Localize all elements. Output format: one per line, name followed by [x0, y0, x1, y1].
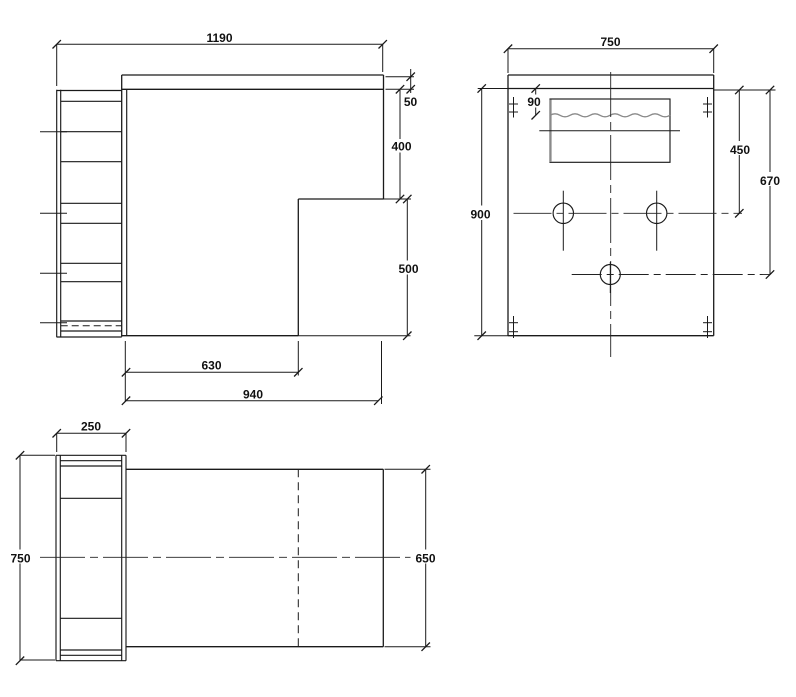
liquid-level-wavy-line	[549, 113, 671, 118]
dimension-670: 670	[755, 85, 785, 280]
dim-label-500: 500	[398, 262, 418, 276]
dim-label-400: 400	[391, 140, 411, 154]
dimension-900: 900	[465, 83, 508, 341]
dimension-250: 250	[51, 420, 131, 452]
dim-label-670: 670	[760, 174, 780, 188]
dimension-450: 450	[713, 85, 776, 219]
dimension-50: 50	[385, 69, 418, 109]
dimension-630: 630	[121, 341, 304, 402]
dim-label-750-rear: 750	[600, 35, 620, 49]
dim-label-1190: 1190	[206, 31, 232, 45]
rear-view-centerlines	[513, 72, 771, 357]
rear-view: 750 90 450 670 900	[465, 35, 785, 357]
dim-label-900: 900	[470, 208, 490, 222]
dim-label-630: 630	[201, 359, 221, 373]
side-view: 1190 50 400 500 630	[40, 31, 423, 406]
side-view-hole-centerline-ticks	[40, 131, 67, 324]
side-view-body-outline	[121, 74, 385, 337]
dim-label-650-plan: 650	[415, 552, 435, 566]
dim-label-450: 450	[730, 143, 750, 157]
dimension-750-rear: 750	[503, 35, 719, 73]
rear-view-bolt-markers	[509, 97, 712, 338]
dimension-500: 500	[298, 194, 423, 341]
plan-view-flange	[55, 454, 127, 662]
rear-view-holes	[552, 190, 668, 293]
dim-label-750-plan: 750	[10, 552, 30, 566]
plan-view: 250 750 650	[5, 420, 441, 666]
dim-label-50: 50	[404, 95, 418, 109]
dimension-90: 90	[524, 83, 544, 121]
dim-label-90: 90	[527, 95, 541, 109]
dimension-400: 400	[387, 84, 416, 204]
dimension-650-plan: 650	[384, 464, 441, 652]
dimension-750-plan: 750	[5, 450, 55, 666]
dim-label-250: 250	[81, 420, 101, 434]
plan-view-duct	[40, 468, 412, 648]
dimension-1190: 1190	[51, 31, 388, 86]
dim-label-940: 940	[243, 388, 263, 402]
rear-view-opening	[539, 98, 680, 163]
dimension-940: 940	[121, 341, 384, 406]
